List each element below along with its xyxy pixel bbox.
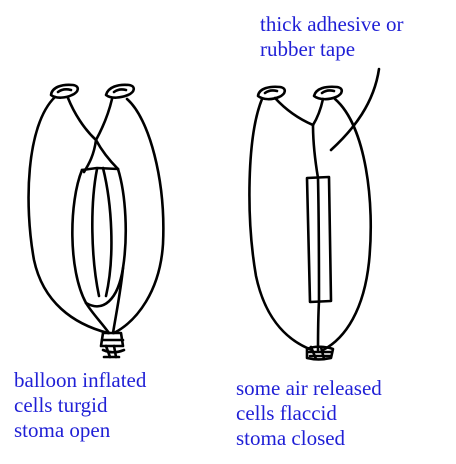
left-rubber-band-wrap (101, 333, 124, 357)
inflated-label-line-1: balloon inflated (14, 368, 146, 393)
left-balloon-tops (51, 85, 134, 98)
right-balloon-tops (258, 87, 342, 99)
deflated-label-line-3: stoma closed (236, 426, 382, 451)
inflated-balloon-model (29, 85, 164, 357)
right-rubber-band-wrap (307, 347, 333, 360)
inflated-state-label: balloon inflated cells turgid stoma open (14, 368, 146, 443)
tape-leader-line (331, 69, 379, 150)
right-taped-guard-cells (307, 125, 331, 350)
inflated-label-line-2: cells turgid (14, 393, 146, 418)
deflated-state-label: some air released cells flaccid stoma cl… (236, 376, 382, 451)
deflated-label-line-1: some air released (236, 376, 382, 401)
left-outer-balloons (29, 97, 164, 333)
tape-label-line-2: rubber tape (260, 37, 403, 62)
right-outer-balloons (249, 98, 370, 350)
tape-label-line-1: thick adhesive or (260, 12, 403, 37)
tape-callout-label: thick adhesive or rubber tape (260, 12, 403, 62)
deflated-label-line-2: cells flaccid (236, 401, 382, 426)
left-inner-guard-cells (72, 140, 125, 333)
inflated-label-line-3: stoma open (14, 418, 146, 443)
deflated-balloon-model (249, 69, 379, 360)
